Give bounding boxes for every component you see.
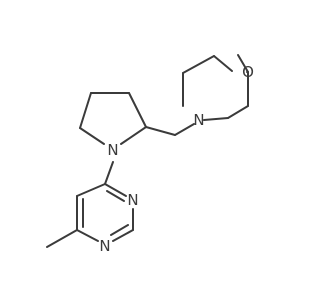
bond-pyrrolidine-n-c2: [120, 126, 147, 145]
pyrrolidine-nitrogen-label: N: [107, 141, 118, 159]
bond-ch2-pyrrolidine-c2: [145, 126, 176, 136]
bond-n-c-lower: [203, 117, 229, 121]
bond-pyrimidine-c4-n3-inner: [106, 190, 125, 202]
pyrimidine-nitrogen-lower-label: N: [99, 237, 110, 255]
bond-pyrimidine-c2-n1: [112, 229, 134, 242]
bond-morpholine-n-ch2: [174, 123, 195, 136]
pyrimidine-nitrogen-upper-label: N: [127, 191, 138, 209]
bond-pyrrolidine-n-pyrimidine: [104, 161, 114, 185]
atom-labels: O N N N N: [99, 63, 254, 255]
bonds: [46, 54, 249, 248]
bond-c-c-left-upper: [182, 55, 215, 74]
molecule-structure-diagram: O N N N N: [46, 54, 254, 255]
morpholine-nitrogen-label: N: [193, 111, 204, 129]
bond-o-c-upper-left: [213, 55, 233, 72]
morpholine-oxygen-label: O: [242, 63, 254, 81]
bond-c-c-right-lower: [227, 105, 249, 119]
bond-pyrrolidine-c2-c3: [128, 92, 147, 128]
bond-pyrimidine-c4-n3: [104, 183, 127, 197]
bond-pyrrolidine-c5-n: [79, 127, 105, 145]
bond-pyrimidine-c2-n1-inner: [110, 224, 129, 236]
bond-pyrimidine-c6-methyl: [46, 229, 78, 248]
bond-pyrrolidine-c4-c5: [79, 92, 92, 129]
bond-pyrimidine-n1-c6: [76, 229, 99, 242]
bond-pyrimidine-c5-c4: [76, 183, 106, 197]
bond-o-c-upper-right: [237, 54, 249, 73]
